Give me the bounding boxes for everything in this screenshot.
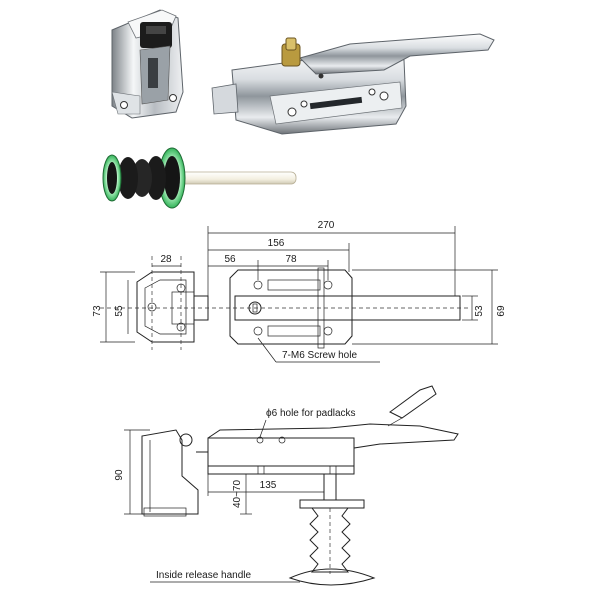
dim-body-length: 156: [268, 238, 285, 249]
side-view-drawing: 90 135 40~70 ϕ6 hole for padlacks Inside…: [114, 385, 459, 586]
dim-latch-height: 53: [474, 305, 485, 317]
dim-offset-a: 56: [224, 254, 236, 265]
dim-offset-b: 78: [285, 254, 297, 265]
dim-side-height: 90: [114, 469, 125, 481]
dim-overall-length: 270: [318, 220, 335, 231]
note-padlock-hole: ϕ6 hole for padlacks: [266, 408, 356, 419]
dim-latch-total: 69: [496, 305, 507, 317]
dim-hinge-height: 73: [92, 305, 103, 317]
release-handle-photo: [102, 147, 297, 209]
latch-photo: [211, 33, 495, 135]
dim-hinge-width: 28: [160, 254, 172, 265]
note-screw-holes: 7-M6 Screw hole: [282, 350, 357, 361]
note-release-handle: Inside release handle: [156, 570, 252, 581]
hinge-photo: [111, 9, 184, 119]
dim-lift-range: 40~70: [232, 480, 243, 509]
dim-hinge-inner: 55: [114, 305, 125, 317]
dim-rod-length: 135: [260, 480, 277, 491]
top-view-drawing: 270 156 56 78 28 73 55 53 69 7-M6 Screw …: [92, 220, 507, 363]
